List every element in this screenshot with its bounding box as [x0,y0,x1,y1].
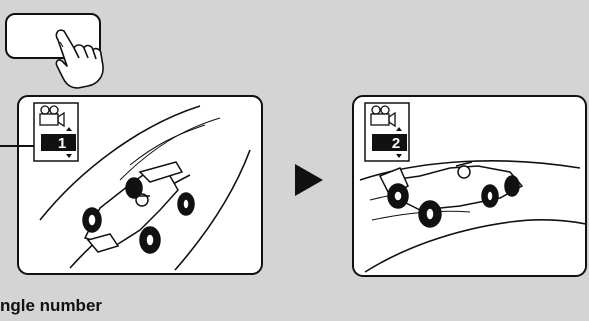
screen-panel-angle-1: 1 [0,96,262,274]
next-arrow-icon [295,164,323,196]
angle-number: 2 [392,135,400,152]
screen-panel-angle-2: 2 [353,96,586,276]
caption-label: ngle number [0,296,102,316]
angle-number: 1 [58,135,66,152]
angle-indicator: 1 [34,103,78,161]
angle-indicator: 2 [365,103,409,161]
